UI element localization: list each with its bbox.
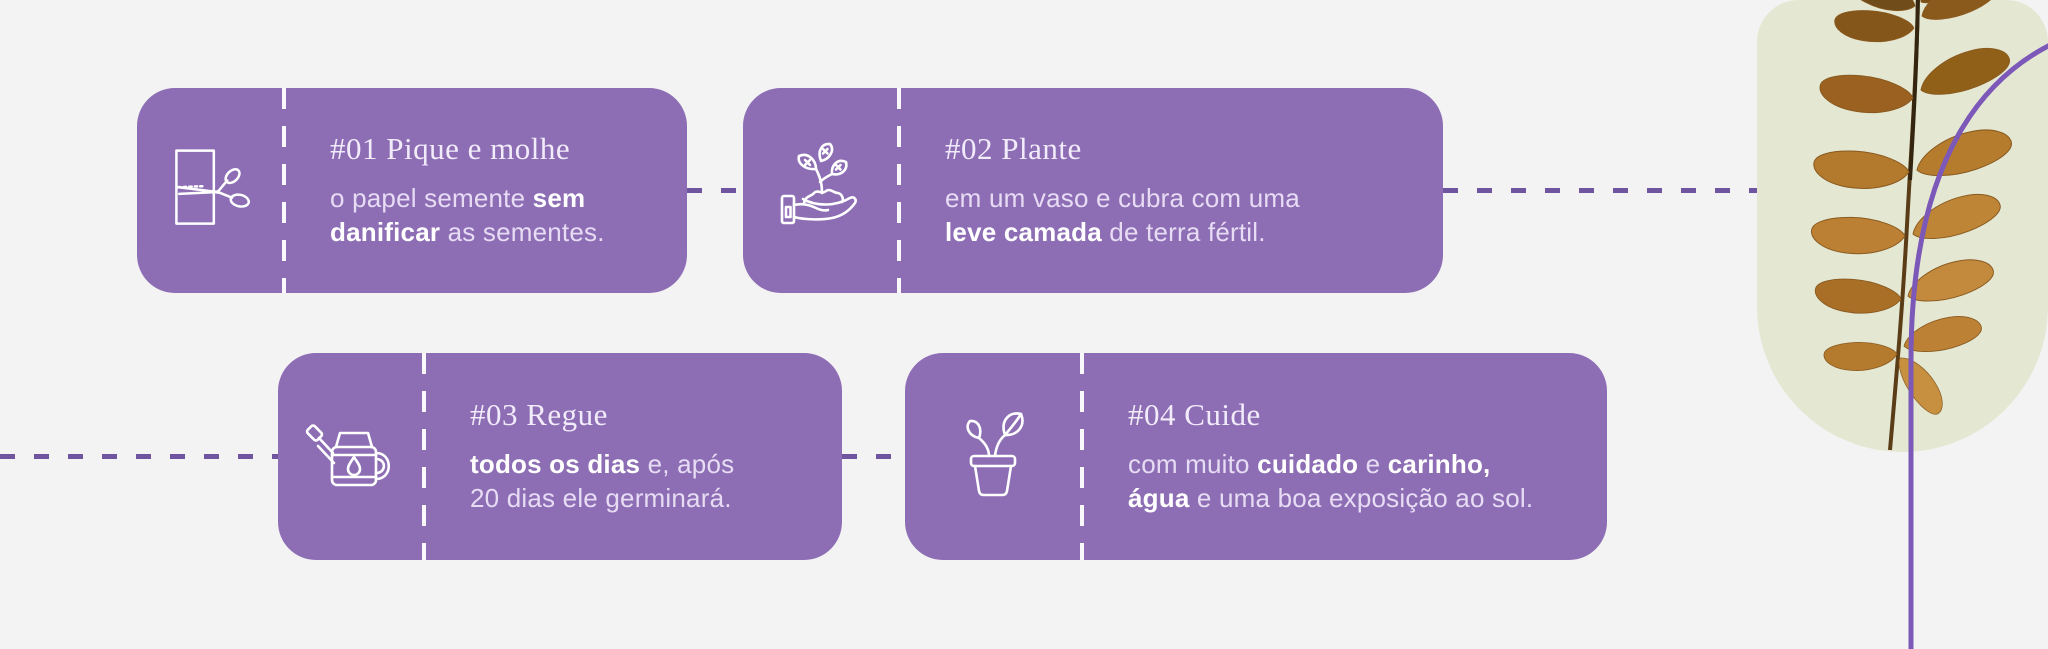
card1-dashed-separator [282,88,286,293]
connector-card2-pill [1443,188,1757,193]
card2-body: em um vaso e cubra com uma leve camada d… [945,183,1300,247]
scissors-paper-icon [174,148,250,225]
card3-dashed-separator [422,353,426,560]
card2-icon-zone [743,88,897,293]
card3-body: todos os dias e, após 20 dias ele germin… [470,449,735,513]
leaf-photo-pill [1757,0,2048,452]
watering-can-icon [305,423,391,486]
connector-edge-card3 [0,454,278,459]
hand-seedling-icon [780,142,857,224]
card3-title: #03 Regue [470,397,608,433]
step-card-2: #02 Plante em um vaso e cubra com uma le… [743,88,1443,293]
card4-body: com muito cuidado e carinho, água e uma … [1128,449,1534,513]
step-card-4: #04 Cuide com muito cuidado e carinho, á… [905,353,1607,560]
card3-text-zone: #03 Regue todos os dias e, após 20 dias … [422,353,842,560]
card2-title: #02 Plante [945,131,1082,167]
card1-body: o papel semente sem danificar as semente… [330,183,605,247]
card2-text-zone: #02 Plante em um vaso e cubra com uma le… [897,88,1443,293]
card4-dashed-separator [1080,353,1084,560]
connector-card1-card2 [687,188,743,193]
card4-icon-zone [905,353,1080,560]
card1-icon-zone [137,88,282,293]
card1-title: #01 Pique e molhe [330,131,571,167]
potted-plant-icon [965,411,1024,496]
card1-text-zone: #01 Pique e molhe o papel semente sem da… [282,88,687,293]
card4-text-zone: #04 Cuide com muito cuidado e carinho, á… [1080,353,1607,560]
card2-dashed-separator [897,88,901,293]
card3-icon-zone [278,353,422,560]
step-card-3: #03 Regue todos os dias e, após 20 dias … [278,353,842,560]
connector-card3-card4 [842,454,905,459]
dried-leaf-branch [1808,0,2016,451]
step-card-1: #01 Pique e molhe o papel semente sem da… [137,88,687,293]
card4-title: #04 Cuide [1128,397,1261,433]
